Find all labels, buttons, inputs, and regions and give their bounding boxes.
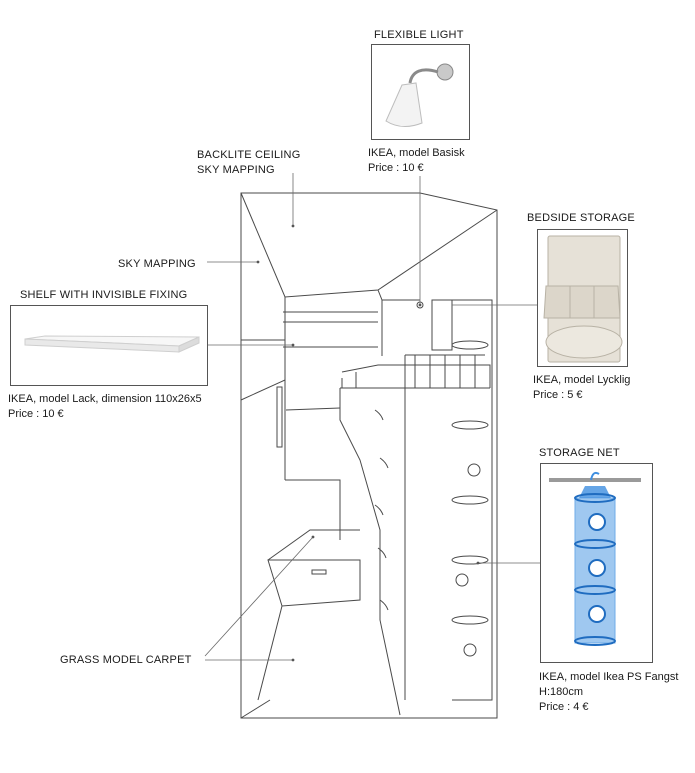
net-height-text: H:180cm	[539, 686, 584, 698]
net-model-text: IKEA, model Ikea PS Fangst	[539, 671, 679, 683]
shelf-icon	[24, 335, 200, 353]
shelf-label: SHELF WITH INVISIBLE FIXING	[20, 289, 188, 301]
leader-carpet-a	[204, 536, 314, 657]
flexible-light-label: FLEXIBLE LIGHT	[374, 29, 464, 41]
wardrobe-left-edge	[339, 388, 401, 716]
bedside-product-frame	[537, 229, 628, 367]
storage-net-label: STORAGE NET	[539, 447, 620, 459]
shelf-product-frame	[10, 305, 208, 386]
net-column	[452, 299, 493, 701]
loft-rail	[341, 364, 491, 388]
bed-base	[267, 559, 361, 607]
bedside-storage-label: BEDSIDE STORAGE	[527, 212, 635, 224]
bedside-price-text: Price : 5 €	[533, 389, 583, 401]
wall-lamp-icon	[385, 63, 454, 127]
light-model-text: IKEA, model Basisk	[368, 147, 465, 159]
shelf-price-text: Price : 10 €	[8, 408, 64, 420]
storage-net-icon	[549, 471, 641, 646]
bedside-pocket-icon	[543, 235, 623, 363]
light-product-frame	[371, 44, 470, 140]
backlite-ceiling-label: BACKLITE CEILING	[197, 149, 301, 161]
light-price-text: Price : 10 €	[368, 162, 424, 174]
bedside-model-text: IKEA, model Lycklig	[533, 374, 631, 386]
room-outline	[240, 192, 498, 719]
net-product-frame	[540, 463, 653, 663]
sky-mapping-label: SKY MAPPING	[118, 258, 196, 270]
grass-carpet-label: GRASS MODEL CARPET	[60, 654, 192, 666]
bed-top	[267, 529, 360, 561]
shelf-model-text: IKEA, model Lack, dimension 110x26x5	[8, 393, 202, 405]
backlite-sky-mapping-label: SKY MAPPING	[197, 164, 275, 176]
net-price-text: Price : 4 €	[539, 701, 589, 713]
ceiling-edge	[240, 192, 498, 298]
